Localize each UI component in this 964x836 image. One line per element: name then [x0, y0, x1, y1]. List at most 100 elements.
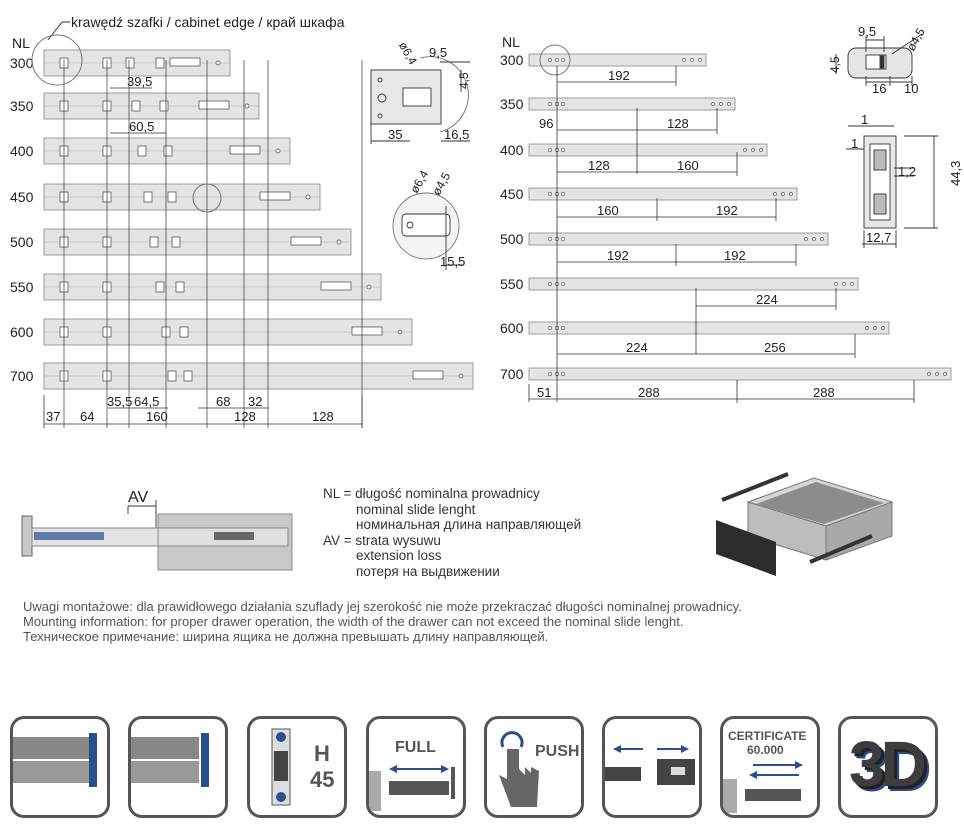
left-slide-end-hole: [397, 329, 403, 335]
height-icon-label: H: [314, 741, 330, 766]
rail-closed-icon: [128, 716, 228, 818]
left-row-label: 300: [10, 55, 34, 71]
certificate-icon: CERTIFICATE 60.000: [720, 716, 820, 818]
right-slide-hole: [554, 57, 560, 63]
left-row-label: 350: [10, 98, 34, 114]
certificate-value: 60.000: [747, 743, 784, 757]
dim-32: 32: [248, 394, 262, 409]
left-slide-hole: [155, 57, 165, 69]
legend-av-line2: extension loss: [356, 548, 442, 563]
right-slide-hole: [698, 58, 702, 62]
dim-64-5: 64,5: [134, 394, 159, 409]
r350-96: 96: [539, 116, 553, 131]
detail-round-d4-5: ø4,5: [429, 170, 453, 198]
height-icon: H 45: [247, 716, 347, 818]
left-slide-slot: [412, 370, 444, 380]
left-slide-hole: [131, 100, 141, 112]
r700-51: 51: [537, 385, 551, 400]
left-slide-end-hole: [244, 103, 250, 109]
r450-160: 160: [597, 203, 619, 218]
right-row-label: 400: [500, 142, 524, 158]
r450-192: 192: [716, 203, 738, 218]
profile-12-7: 12,7: [866, 230, 891, 245]
av-diagram: AV: [21, 489, 293, 571]
left-slide-hole: [155, 281, 165, 293]
left-slide-hole: [137, 145, 147, 157]
dim-35-5: 35,5: [107, 394, 132, 409]
left-slide-hole: [159, 100, 169, 112]
left-row-label: 550: [10, 279, 34, 295]
profile-4-5: 4,5: [828, 56, 842, 73]
r600-224: 224: [626, 340, 648, 355]
full-extension-icon: FULL: [366, 716, 466, 818]
legend-nl-line3: номинальная длина направляющей: [356, 517, 582, 532]
right-slide-hole: [560, 371, 566, 377]
rail-extended-icon: [10, 716, 110, 818]
left-slide-end-hole: [366, 284, 372, 290]
right-slide-hole: [865, 326, 869, 330]
profile-top-detail: [835, 33, 923, 86]
feature-icons: H 45 FULL PUSH CERTIFICAT: [0, 716, 964, 832]
right-slide-hole: [751, 148, 755, 152]
3d-label: 3D: [849, 728, 927, 800]
right-slide-hole: [881, 326, 885, 330]
r350-128: 128: [667, 116, 689, 131]
right-slide-hole: [719, 102, 723, 106]
right-slide-hole: [560, 147, 566, 153]
right-slide-hole: [547, 147, 553, 153]
detail-9-5: 9,5: [429, 45, 447, 60]
note-pl: Uwagi montażowe: dla prawidłowego działa…: [23, 599, 742, 614]
left-row-label: 400: [10, 143, 34, 159]
left-slide-end-hole: [336, 239, 342, 245]
left-slide-end-hole: [275, 148, 281, 154]
r550-224: 224: [756, 292, 778, 307]
left-slide-hole: [167, 370, 177, 382]
right-slide-hole: [682, 58, 686, 62]
right-row-label: 550: [500, 276, 524, 292]
right-slide-hole: [560, 281, 566, 287]
left-slide-slot: [320, 281, 352, 291]
legend-nl-line1: NL = długość nominalna prowadnicy: [323, 486, 540, 501]
right-row-label: 500: [500, 231, 524, 247]
round-hole-detail: [392, 192, 464, 270]
left-slide-hole: [175, 281, 185, 293]
right-nl-header: NL: [502, 34, 520, 50]
left-row-label: 500: [10, 234, 34, 250]
dim-64: 64: [80, 409, 94, 424]
right-slide-hole: [690, 58, 694, 62]
left-slide-slot: [259, 191, 291, 201]
dim-60-5: 60,5: [129, 119, 154, 134]
left-slide-hole: [171, 236, 181, 248]
right-slide-hole: [560, 101, 566, 107]
left-slide-hole: [149, 236, 159, 248]
right-slide-hole: [547, 191, 553, 197]
height-icon-value: 45: [310, 767, 335, 792]
right-slide-body: [528, 97, 736, 111]
right-slide-hole: [711, 102, 715, 106]
profile-d4-5: ø4,5: [904, 25, 928, 53]
right-slide-hole: [789, 192, 793, 196]
left-slide-slot: [169, 57, 201, 67]
left-row-label: 600: [10, 324, 34, 340]
profile-10: 10: [904, 81, 918, 96]
av-label: AV: [128, 489, 148, 506]
r600-256: 256: [764, 340, 786, 355]
right-slide-hole: [560, 57, 566, 63]
detail-35: 35: [388, 127, 402, 142]
note-en: Mounting information: for proper drawer …: [23, 614, 684, 629]
left-slide-diagram: krawędź szafki / cabinet edge / край шка…: [10, 14, 474, 428]
r700-288a: 288: [638, 385, 660, 400]
right-row-label: 350: [500, 96, 524, 112]
right-slide-hole: [834, 282, 838, 286]
right-slide-body: [528, 321, 890, 335]
detail-round-d6-4: ø6,4: [407, 168, 431, 196]
right-slide-hole: [560, 191, 566, 197]
left-slide-hole: [183, 370, 193, 382]
profile-1-b: 1: [851, 136, 858, 151]
cabinet-edge-caption: krawędź szafki / cabinet edge / край шка…: [71, 14, 345, 30]
right-slide-hole: [759, 148, 763, 152]
left-slide-hole: [179, 326, 189, 338]
right-slide-hole: [927, 372, 931, 376]
